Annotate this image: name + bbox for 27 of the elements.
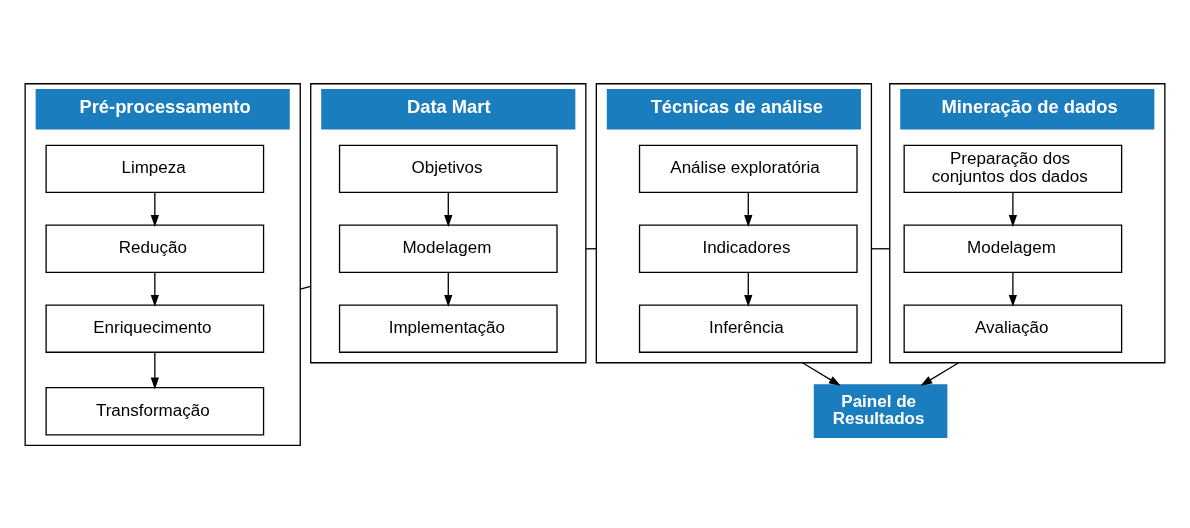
node-box: Modelagem [903, 224, 1123, 273]
node-box: Preparação dos conjuntos dos dados [903, 144, 1123, 193]
arrow [1008, 271, 1018, 307]
node-box: Inferência [638, 303, 858, 353]
arrow [744, 191, 753, 227]
arrow [150, 191, 159, 227]
node-box: Painel de Resultados [813, 383, 948, 438]
node-box: Análise exploratória [638, 144, 858, 193]
arrow [801, 361, 841, 386]
node-box: Transformação [45, 386, 265, 435]
node-box: Avaliação [903, 303, 1123, 353]
node-box: Redução [45, 224, 265, 273]
node-box: Modelagem [338, 224, 558, 273]
node-box: Implementação [338, 303, 558, 353]
arrow [920, 361, 960, 386]
arrow [150, 271, 159, 307]
arrow [744, 271, 753, 307]
arrow [444, 191, 453, 227]
arrow [1008, 191, 1018, 227]
node-box: Objetivos [338, 144, 558, 193]
node-box: Indicadores [638, 224, 858, 273]
arrow [150, 351, 159, 389]
node-box: Limpeza [45, 144, 265, 193]
connector [870, 247, 891, 249]
connector [299, 285, 312, 290]
arrow [444, 271, 453, 307]
node-box: Enriquecimento [45, 303, 265, 353]
